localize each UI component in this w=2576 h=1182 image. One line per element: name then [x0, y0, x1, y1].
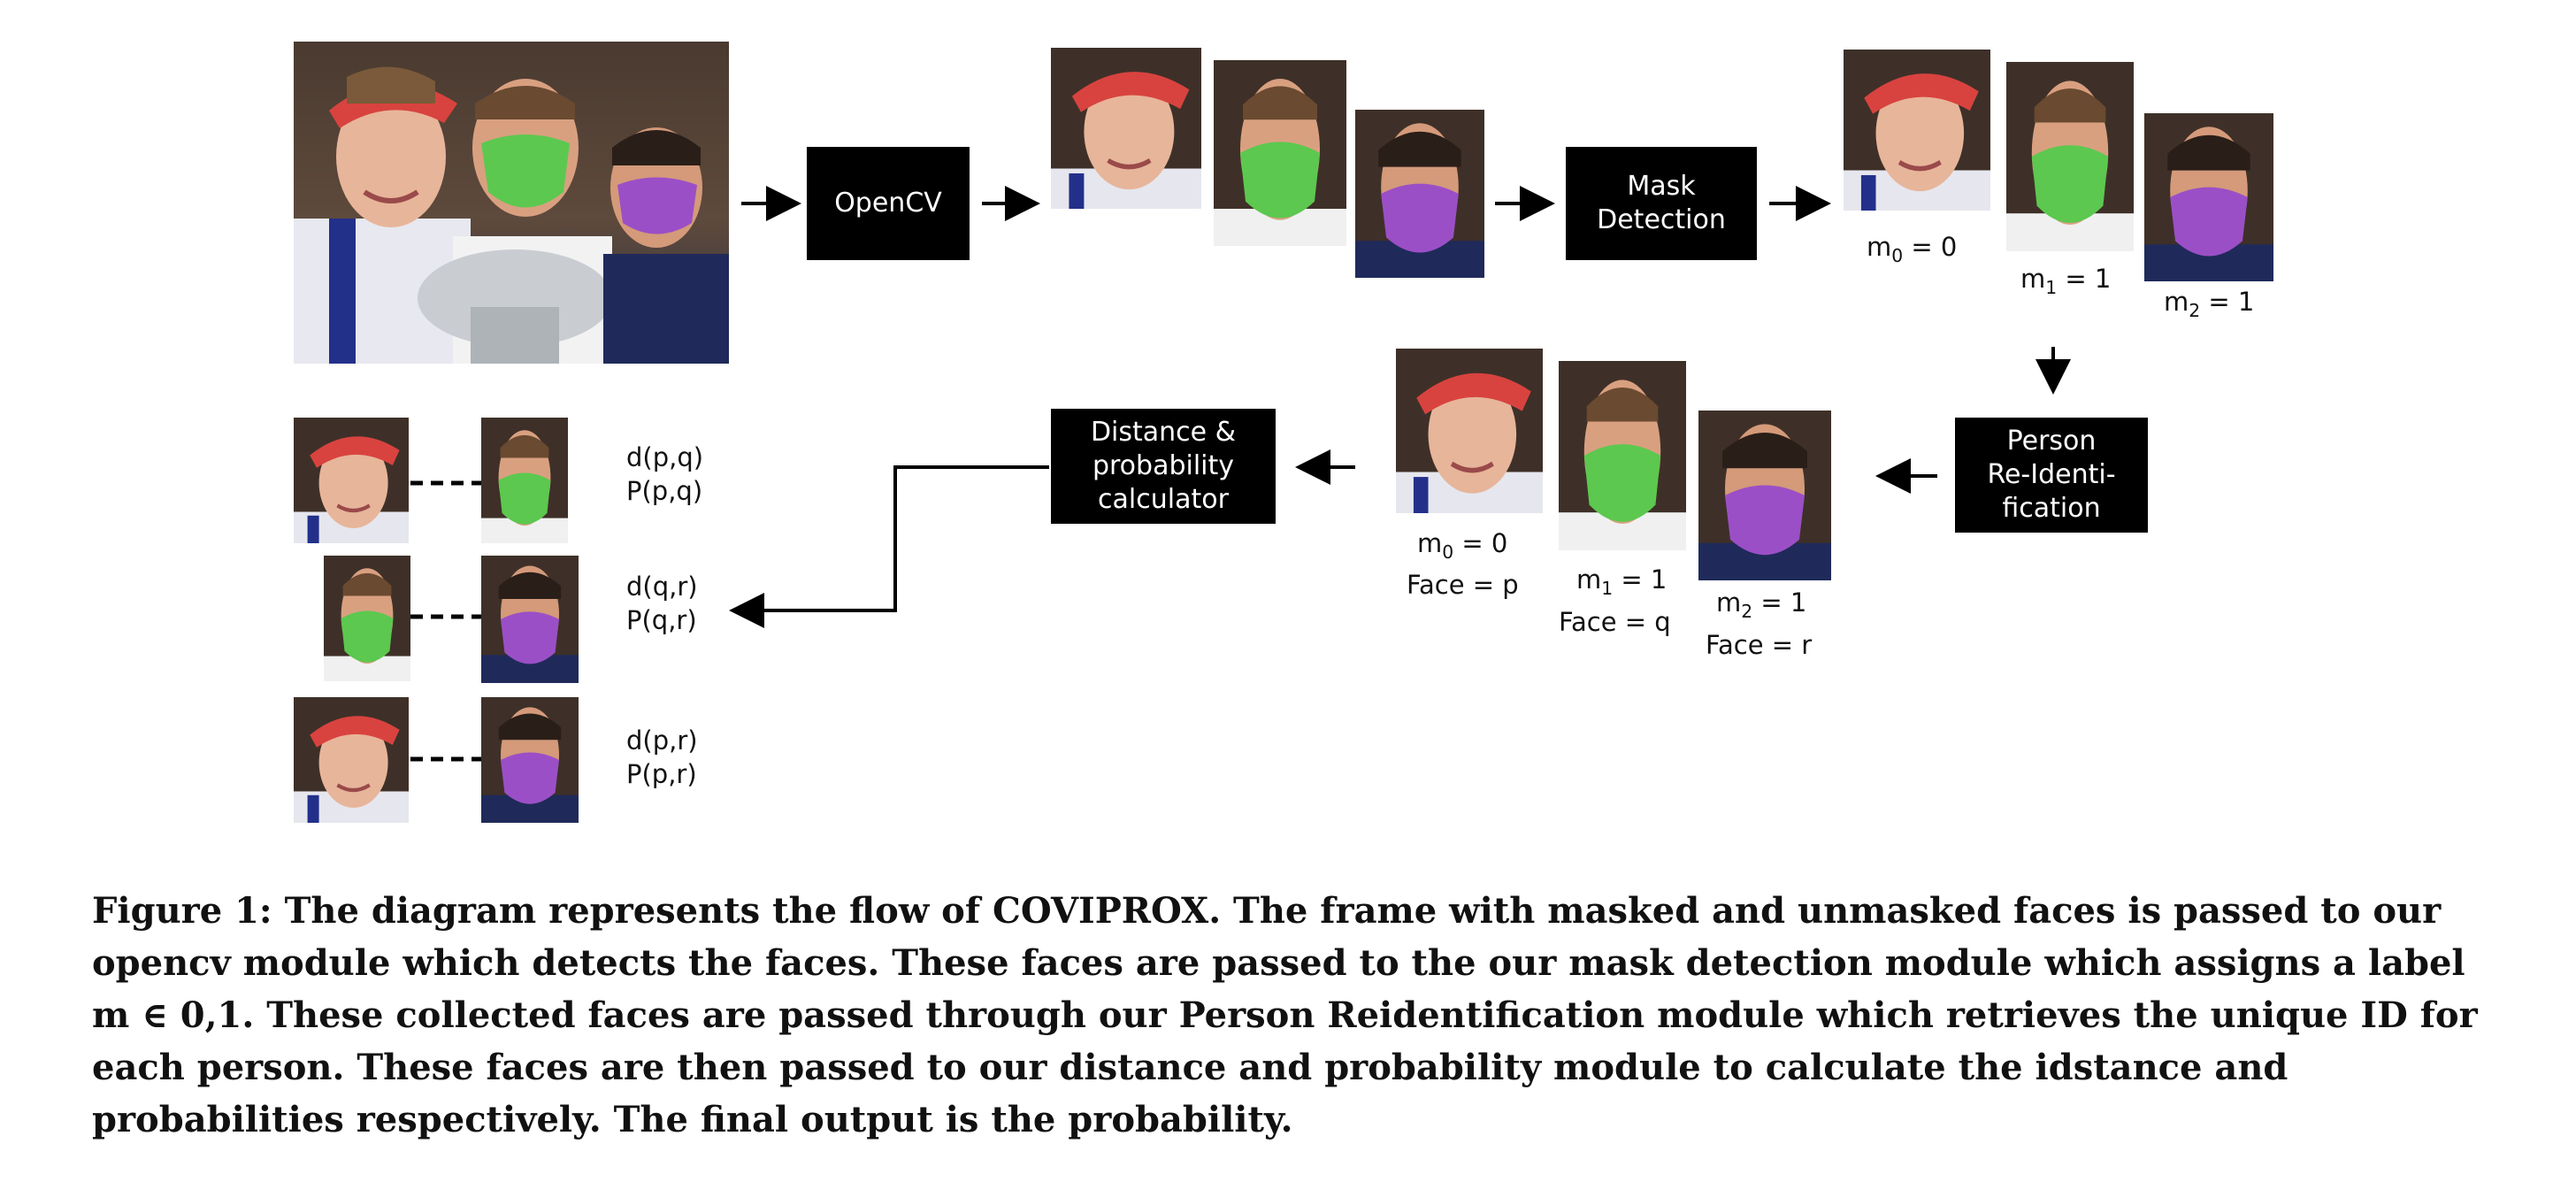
calc-label-3: calculator — [1098, 484, 1229, 515]
pair-3-face-r — [481, 697, 579, 823]
calc-label-2: probability — [1092, 450, 1235, 481]
pair-2-face-r — [481, 556, 579, 683]
face-crop-reid-q — [1559, 361, 1686, 550]
mask-label-0: m0 = 0 — [1867, 232, 1958, 266]
opencv-label: OpenCV — [834, 188, 942, 219]
mask-label-0-reid: m0 = 0 — [1417, 528, 1508, 563]
face-crop-reid-r — [1698, 411, 1831, 580]
distance-calculator-box: Distance & probability calculator — [1051, 409, 1276, 524]
mask-detection-label-1: Mask — [1627, 171, 1696, 202]
figure-caption: Figure 1: The diagram represents the flo… — [92, 890, 2478, 1140]
face-label-r: Face = r — [1706, 630, 1813, 660]
face-crop-reid-p — [1396, 349, 1543, 513]
face-crop-opencv-q — [1214, 60, 1346, 246]
face-crop-mask-r — [2144, 113, 2273, 281]
reid-label-1: Person — [2006, 426, 2097, 457]
face-crop-opencv-r — [1355, 110, 1484, 278]
mask-label-1-reid: m1 = 1 — [1576, 564, 1668, 599]
pair-3-face-p — [294, 697, 409, 823]
pair-1-face-q — [481, 418, 568, 543]
mask-label-2-reid: m2 = 1 — [1716, 587, 1807, 622]
pair-1-face-p — [294, 418, 409, 543]
pair-prob-qr: P(q,r) — [626, 605, 697, 635]
pair-distance-pq: d(p,q) — [626, 442, 704, 472]
mask-label-1: m1 = 1 — [2020, 264, 2112, 298]
pair-prob-pq: P(p,q) — [626, 476, 703, 506]
pair-distance-pr: d(p,r) — [626, 725, 698, 756]
reid-label-2: Re-Identi- — [1987, 459, 2116, 490]
opencv-box: OpenCV — [807, 147, 970, 260]
mask-detection-label-2: Detection — [1597, 204, 1726, 235]
face-crop-opencv-p — [1051, 48, 1201, 209]
mask-label-2: m2 = 1 — [2164, 287, 2255, 321]
input-frame-photo — [294, 42, 729, 364]
face-crop-mask-q — [2006, 62, 2134, 251]
face-label-q: Face = q — [1559, 607, 1671, 637]
reid-label-3: fication — [2002, 493, 2101, 524]
person-reid-box: Person Re-Identi- fication — [1955, 418, 2148, 533]
pair-distance-qr: d(q,r) — [626, 572, 698, 602]
pair-2-face-q — [324, 556, 410, 681]
mask-detection-box: Mask Detection — [1566, 147, 1757, 260]
calc-label-1: Distance & — [1090, 417, 1237, 448]
arrow-calc-to-pairs — [729, 465, 1049, 628]
face-crop-mask-p — [1844, 50, 1990, 211]
face-label-p: Face = p — [1407, 570, 1519, 600]
pair-prob-pr: P(p,r) — [626, 759, 697, 789]
